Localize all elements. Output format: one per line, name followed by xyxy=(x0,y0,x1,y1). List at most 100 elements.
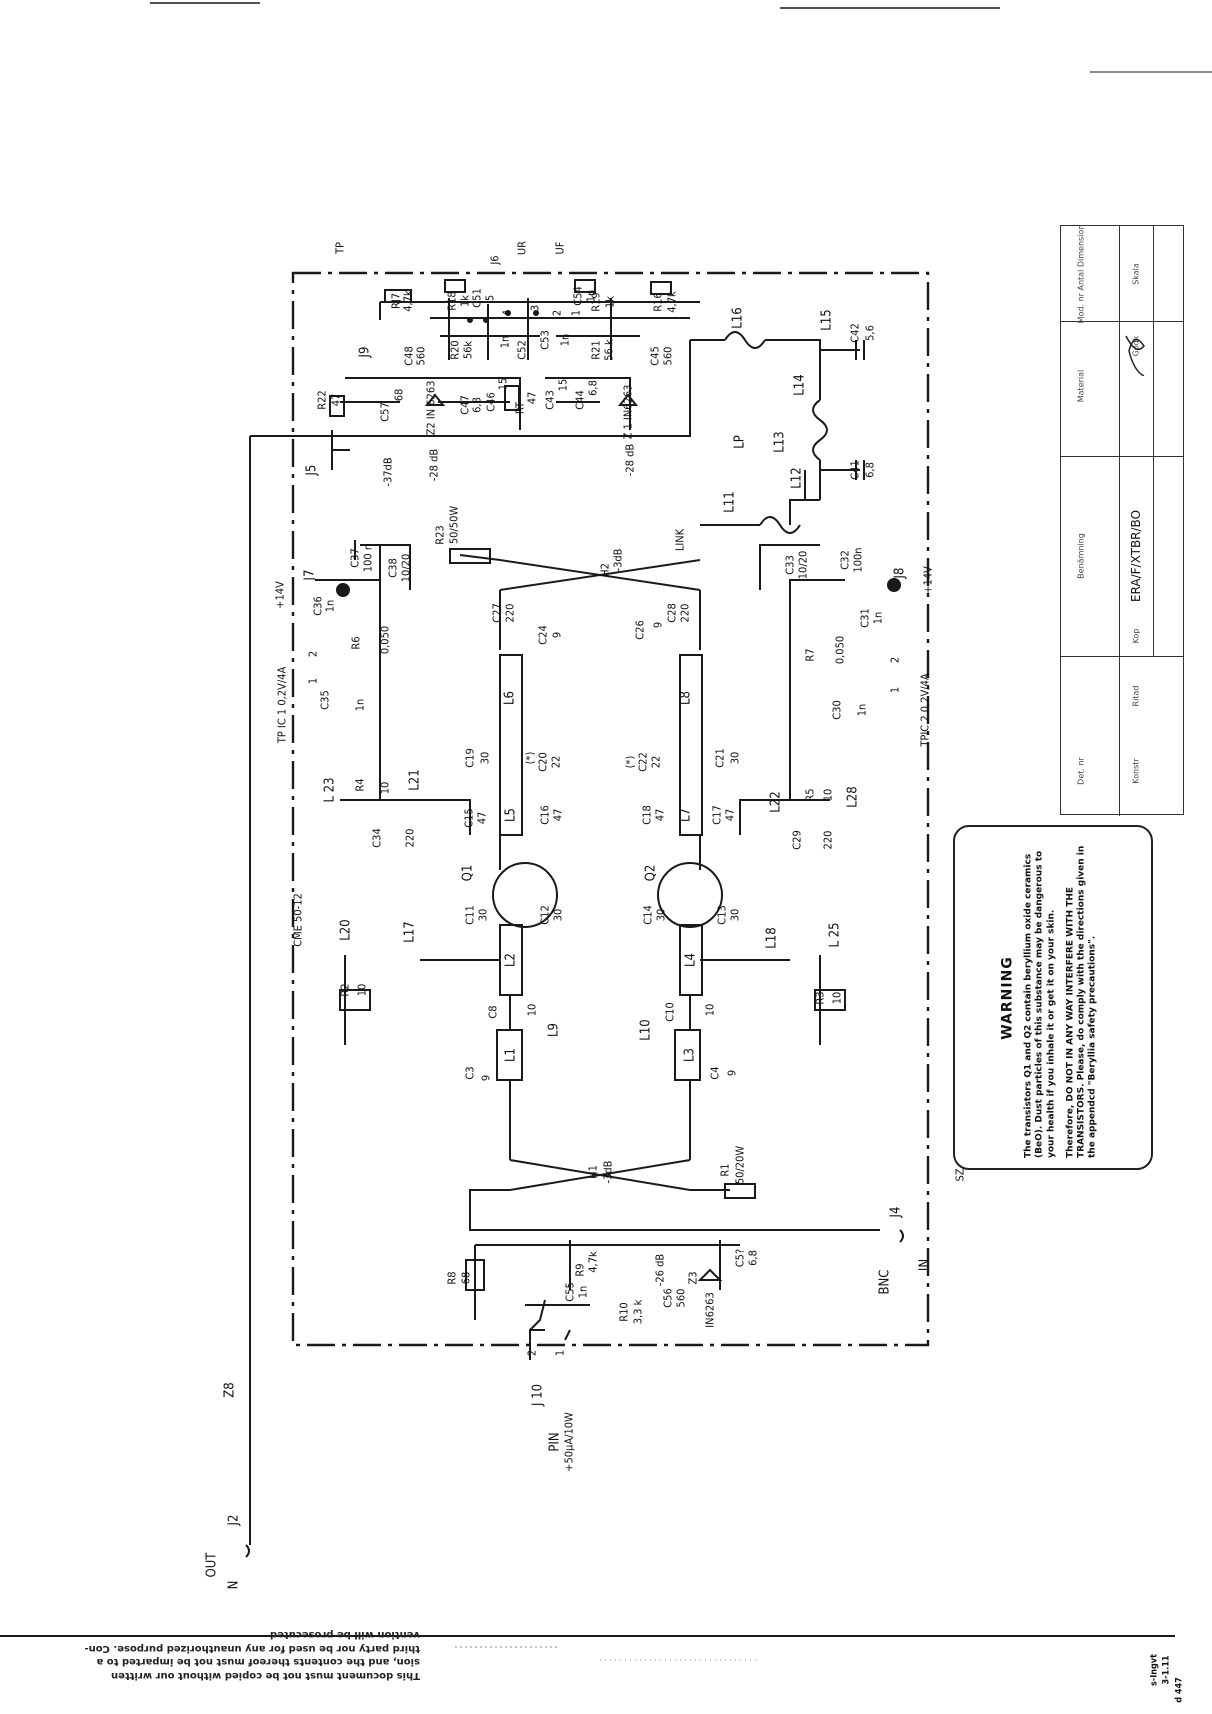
label-c32-value: 100n xyxy=(851,547,865,573)
warning-box: WARNING The transistors Q1 and Q2 contai… xyxy=(953,825,1153,1170)
label-h2-value: -3dB xyxy=(611,548,625,572)
label-h2: H2 xyxy=(598,563,612,577)
label-l17: L17 xyxy=(402,921,418,943)
label-pin4: 4 xyxy=(500,309,514,317)
label-c43-value: 15 xyxy=(556,378,570,392)
label-r7-value: 0,050 xyxy=(833,635,847,665)
label-c33: C33 xyxy=(783,555,797,575)
label-v14b: +14V xyxy=(921,566,935,594)
label-c24-value: 9 xyxy=(550,631,564,639)
label-c22-value: 22 xyxy=(649,755,663,769)
label-h1-value: -3dB xyxy=(601,1160,615,1184)
label-l16: L16 xyxy=(730,307,746,329)
label-r20: R20 xyxy=(448,340,462,360)
title-block-material-label: Material xyxy=(1076,369,1086,403)
label-c51: C51 xyxy=(470,288,484,308)
label-r21: R21 xyxy=(589,340,603,360)
label-r19: R19 xyxy=(589,292,603,312)
label-db-28b: -28 dB xyxy=(623,443,637,477)
label-c52: C52 xyxy=(515,340,529,360)
label-c35-value: 1n xyxy=(353,698,367,712)
title-block-material-row xyxy=(1061,321,1183,457)
corner-mark-3: d 447 xyxy=(1174,1677,1185,1703)
label-l7: L7 xyxy=(678,808,694,822)
label-r5-value: 10 xyxy=(821,788,835,802)
label-c15: C15 xyxy=(462,808,476,828)
label-c29: C29 xyxy=(790,830,804,850)
label-c4-value: 9 xyxy=(725,1069,739,1077)
label-r22: R22 xyxy=(315,390,329,410)
label-c36: C36 xyxy=(311,596,325,616)
label-c55: C55 xyxy=(563,1282,577,1302)
label-c34: C34 xyxy=(370,828,384,848)
label-lp: LP xyxy=(732,435,748,449)
label-c20-mark: (*) xyxy=(523,751,537,765)
notice-line-2: sion, and the contents thereof must not … xyxy=(96,1656,420,1668)
label-c27: C27 xyxy=(490,603,504,623)
title-block-konstr-label: Konstr xyxy=(1131,758,1141,784)
label-c57-value: 68 xyxy=(392,388,406,402)
title-block-mod-row xyxy=(1061,226,1183,322)
label-pin2a: 2 xyxy=(306,650,320,658)
label-r1: R1 xyxy=(718,1163,732,1177)
label-n: N xyxy=(226,1580,242,1590)
label-pin2b: 2 xyxy=(888,656,902,664)
label-c27-value: 220 xyxy=(503,603,517,623)
label-l13: L13 xyxy=(772,431,788,453)
label-l14: L14 xyxy=(792,374,808,396)
label-c45: C45 xyxy=(648,346,662,366)
label-in: IN xyxy=(917,1258,933,1272)
label-sz: SZ xyxy=(953,1168,967,1182)
label-c5x-value: 6,8 xyxy=(746,1250,760,1266)
label-r23: R23 xyxy=(433,525,447,545)
label-c16-value: 47 xyxy=(551,808,565,822)
label-c42: C42 xyxy=(848,323,862,343)
label-pin2c: 2 xyxy=(525,1349,539,1357)
label-c21-value: 30 xyxy=(728,751,742,765)
label-r10-value: 3,3 k xyxy=(631,1299,645,1325)
label-j10: J 10 xyxy=(530,1383,546,1407)
label-l1: L1 xyxy=(503,1048,519,1062)
label-c18: C18 xyxy=(640,805,654,825)
title-block-det-row xyxy=(1061,656,1183,816)
label-l21: L21 xyxy=(407,769,423,791)
warning-title: WARNING xyxy=(999,955,1016,1040)
label-c55-value: 1n xyxy=(576,1285,590,1299)
label-c12-value: 30 xyxy=(551,908,565,922)
label-r9-value: 4,7k xyxy=(586,1251,600,1273)
label-out: OUT xyxy=(204,1552,220,1578)
label-l22: L22 xyxy=(768,791,784,813)
label-c47-value: 6,8 xyxy=(470,397,484,413)
label-l28: L28 xyxy=(845,786,861,808)
signature-mark xyxy=(1125,335,1145,376)
label-c11: C11 xyxy=(463,905,477,925)
label-c28: C28 xyxy=(665,603,679,623)
warning-text-beryllium: The transistors Q1 and Q2 contain beryll… xyxy=(1023,850,1056,1158)
label-l11: L11 xyxy=(722,491,738,513)
label-db-26: -26 dB xyxy=(653,1253,667,1287)
label-r16-value: 4,7k xyxy=(665,291,679,313)
label-r16: R16 xyxy=(651,292,665,312)
label-l10: L10 xyxy=(638,1019,654,1041)
label-r9: R9 xyxy=(573,1263,587,1277)
label-j2: J2 xyxy=(226,1514,242,1526)
label-c19-value: 30 xyxy=(478,751,492,765)
corner-mark-1: s-Ingvt xyxy=(1149,1654,1160,1686)
label-z1: Z 1 IN6263 xyxy=(621,384,635,440)
label-l15: L15 xyxy=(819,309,835,331)
label-r6: R6 xyxy=(349,636,363,650)
label-db-37: -37dB xyxy=(381,457,395,487)
label-z3-value: IN6263 xyxy=(703,1292,717,1328)
label-r10: R10 xyxy=(617,1302,631,1322)
label-c38-value: 10/20 xyxy=(399,553,413,583)
label-uf: UF xyxy=(553,241,567,255)
label-c14-value: 30 xyxy=(654,908,668,922)
title-block: Mod. nr Antal Dimension Skala Material G… xyxy=(1060,225,1184,816)
label-c4: C4 xyxy=(708,1066,722,1080)
label-l3: L3 xyxy=(682,1048,698,1062)
title-block-ritad-label: Ritad xyxy=(1131,685,1141,707)
label-j4: J4 xyxy=(888,1206,904,1218)
copyright-notice: This document must not be copied without… xyxy=(0,1628,420,1682)
label-pin-value: +50µA/10W xyxy=(562,1412,576,1472)
label-c30-value: 1n xyxy=(855,703,869,717)
